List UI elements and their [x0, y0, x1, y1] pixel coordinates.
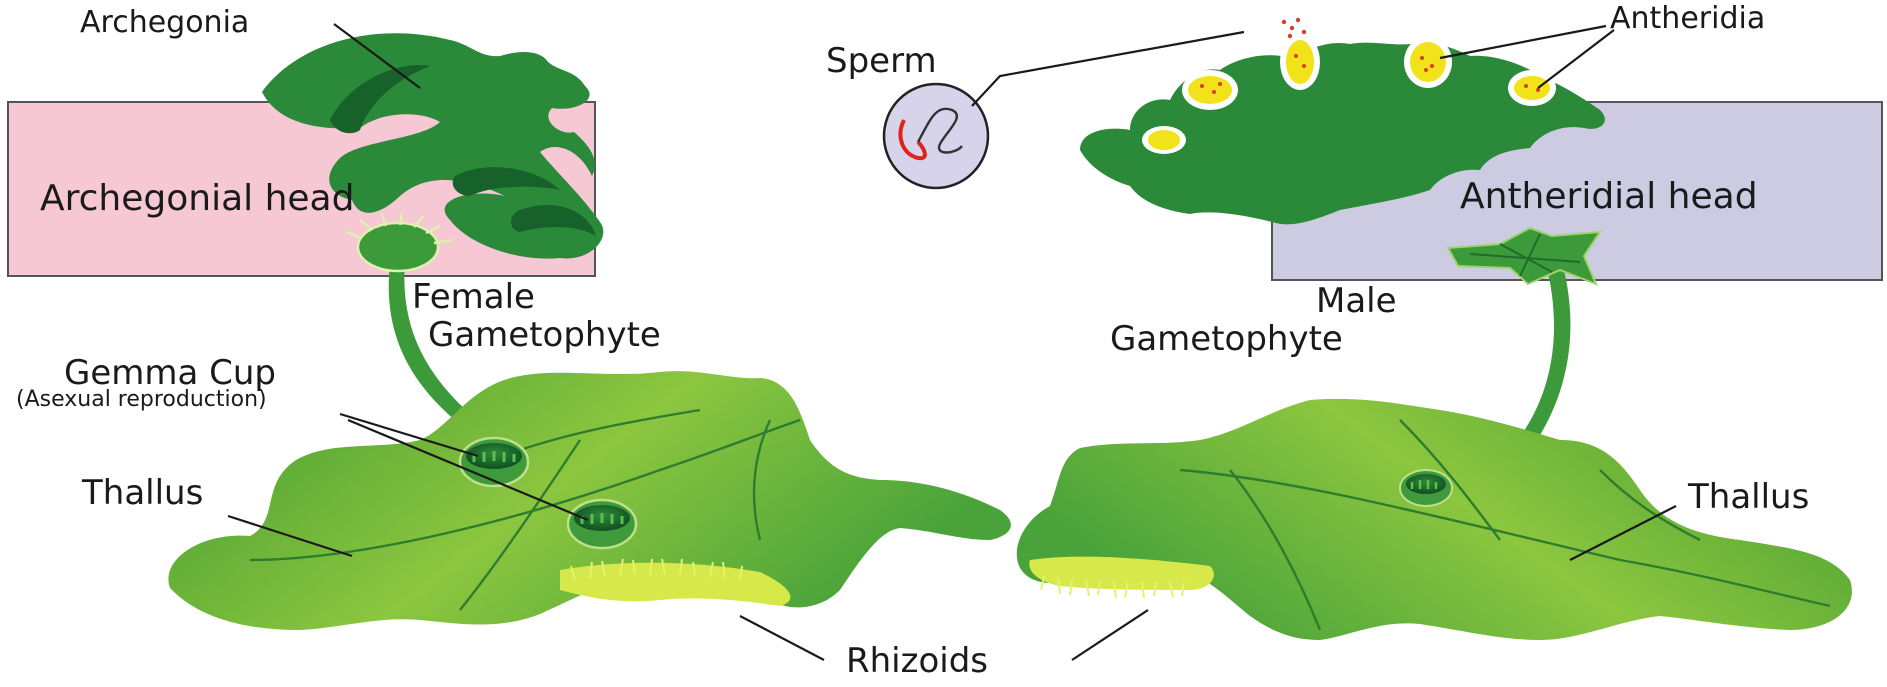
- antheridium-1: [1142, 126, 1186, 154]
- label-thallus-left: Thallus: [81, 473, 203, 513]
- gemma-cup-left-1: [460, 438, 528, 486]
- antheridium-3: [1280, 34, 1320, 90]
- label-archegonial-head: Archegonial head: [40, 178, 354, 219]
- leader-antheridia-2: [1538, 30, 1614, 88]
- sperm-inset: [884, 84, 988, 188]
- male-stalk: [1510, 262, 1570, 456]
- label-gemma-cup-note: (Asexual reproduction): [16, 387, 267, 412]
- label-thallus-right: Thallus: [1687, 477, 1809, 517]
- label-antheridial-head: Antheridial head: [1460, 176, 1758, 217]
- label-male-line2: Gametophyte: [1110, 319, 1343, 359]
- leader-rhizoids-left: [740, 616, 824, 660]
- label-female-line1: Female: [412, 277, 535, 317]
- gemma-cup-left-2: [568, 500, 636, 548]
- leader-antheridia-1: [1440, 26, 1606, 58]
- leader-rhizoids-right: [1072, 610, 1148, 660]
- label-archegonia: Archegonia: [80, 5, 249, 40]
- label-male-line1: Male: [1316, 281, 1397, 321]
- antheridium-5: [1508, 70, 1556, 106]
- thallus-right-shape: [1017, 399, 1852, 640]
- label-rhizoids: Rhizoids: [846, 641, 988, 681]
- gemma-cup-right: [1400, 470, 1452, 506]
- label-female-line2: Gametophyte: [428, 315, 661, 355]
- label-antheridia: Antheridia: [1610, 1, 1765, 36]
- antheridium-4: [1404, 36, 1452, 88]
- antheridium-2: [1182, 70, 1238, 110]
- label-sperm: Sperm: [826, 41, 937, 81]
